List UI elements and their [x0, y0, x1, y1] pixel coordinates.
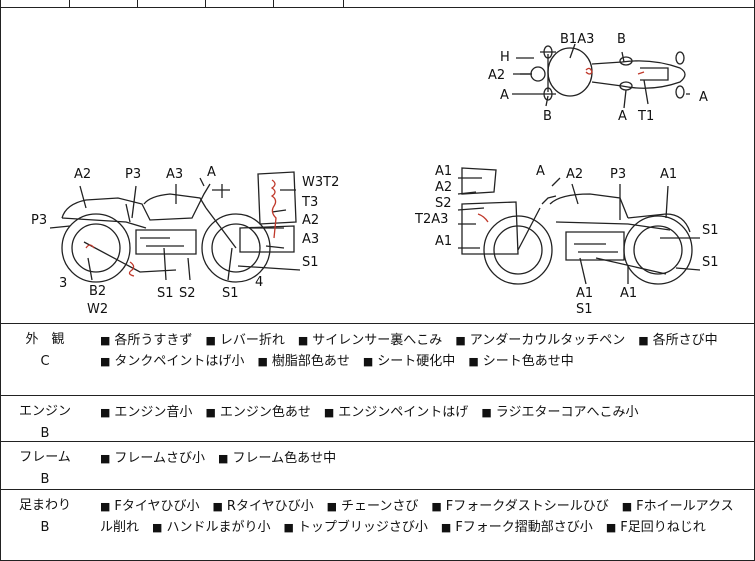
diagram-label: A2: [566, 167, 583, 182]
list-item: ■シート硬化中: [362, 354, 456, 369]
section-suspension: 足まわり B ■Fタイヤひび小 ■Rタイヤひび小 ■チェーンさび ■Fフォークダ…: [0, 490, 755, 561]
list-item: ■Fタイヤひび小: [100, 499, 200, 514]
list-item: ■ハンドルまがり小: [152, 520, 271, 535]
diagram-label: T2A3: [414, 212, 448, 227]
top-view-drawing: [520, 45, 686, 101]
diagram-label: A1: [660, 167, 677, 182]
diagram-label: B1A3: [560, 32, 594, 47]
diagram-label: A3: [302, 232, 319, 247]
list-item: ■フレーム色あせ中: [218, 451, 337, 466]
section-header: 外 観 C: [0, 324, 90, 372]
list-item: ■各所うすきず: [100, 333, 193, 348]
diagram-label: A1: [576, 286, 593, 301]
list-item: ■シート色あせ中: [468, 354, 574, 369]
list-item: ■アンダーカウルタッチペン: [455, 333, 626, 348]
section-grade: B: [40, 426, 50, 441]
list-item: ■各所さび中: [638, 333, 718, 348]
diagram-label: H: [500, 50, 510, 65]
right-side-view-drawing: [461, 167, 693, 285]
diagram-label: B2: [89, 284, 106, 299]
diagram-label: 3: [59, 276, 67, 291]
diagram-label: S1: [302, 255, 319, 270]
damage-diagram: H A2 A B1A3 B B A T1 A A2 P3 A3 A W3T2 T…: [0, 8, 755, 324]
list-item: ■チェーンさび: [326, 499, 419, 514]
diagram-label: A: [536, 164, 545, 179]
section-title: 足まわり: [18, 498, 71, 513]
diagram-label: A2: [435, 180, 452, 195]
right-side-labels: A1 A2 S2 T2A3 A1 A A2 P3 A1 S1 S1 A1 S1 …: [414, 164, 719, 317]
diagram-label: 4: [255, 275, 263, 290]
section-title: 外 観: [25, 332, 65, 347]
diagram-label: A: [618, 109, 627, 124]
top-view-labels: H A2 A B1A3 B B A T1 A: [488, 32, 708, 124]
diagram-label: S2: [179, 286, 196, 301]
section-header: フレーム B: [0, 442, 90, 490]
diagram-label: P3: [610, 167, 626, 182]
section-frame: フレーム B ■フレームさび小 ■フレーム色あせ中: [0, 442, 755, 490]
list-item: ■Rタイヤひび小: [212, 499, 314, 514]
list-item: ■Fフォーク摺動部さび小: [440, 520, 593, 535]
section-header: エンジン B: [0, 396, 90, 444]
diagram-label: B: [617, 32, 626, 47]
list-item: ■F足回りねじれ: [605, 520, 706, 535]
section-items: ■Fタイヤひび小 ■Rタイヤひび小 ■チェーンさび ■Fフォークダストシールひび…: [100, 496, 745, 538]
list-item: ■エンジン色あせ: [205, 405, 311, 420]
list-item: ■Fホイールアクスル削れ: [100, 499, 734, 535]
diagram-label: P3: [31, 213, 47, 228]
diagram-label: W3T2: [302, 175, 339, 190]
section-items: ■エンジン音小 ■エンジン色あせ ■エンジンペイントはげ ■ラジエターコアへこみ…: [100, 402, 745, 423]
diagram-label: A1: [620, 286, 637, 301]
section-items: ■フレームさび小 ■フレーム色あせ中: [100, 448, 745, 469]
section-title: フレーム: [19, 450, 71, 465]
list-item: ■レバー折れ: [205, 333, 285, 348]
section-grade: B: [40, 472, 50, 487]
diagram-label: S1: [576, 302, 593, 317]
list-item: ■フレームさび小: [100, 451, 206, 466]
left-side-labels: A2 P3 A3 A W3T2 T3 A2 A3 S1 P3 3 B2 W2 S…: [31, 165, 339, 317]
diagram-label: S1: [157, 286, 174, 301]
diagram-label: S2: [435, 196, 452, 211]
diagram-label: W2: [87, 302, 108, 317]
diagram-label: A3: [166, 167, 183, 182]
diagram-label: S1: [222, 286, 239, 301]
list-item: ■ラジエターコアへこみ小: [481, 405, 639, 420]
section-grade: B: [40, 520, 50, 535]
diagram-label: S1: [702, 223, 719, 238]
diagram-label: A: [699, 90, 708, 105]
diagram-label: T3: [301, 195, 318, 210]
diagram-label: A2: [302, 213, 319, 228]
list-item: ■樹脂部色あせ: [257, 354, 350, 369]
section-exterior: 外 観 C ■各所うすきず ■レバー折れ ■サイレンサー裏へこみ ■アンダーカウ…: [0, 324, 755, 396]
list-item: ■タンクペイントはげ小: [100, 354, 245, 369]
left-side-view-drawing: [61, 171, 297, 283]
section-items: ■各所うすきず ■レバー折れ ■サイレンサー裏へこみ ■アンダーカウルタッチペン…: [100, 330, 745, 372]
section-grade: C: [40, 354, 50, 369]
list-item: ■Fフォークダストシールひび: [431, 499, 609, 514]
diagram-label: B: [543, 109, 552, 124]
section-header: 足まわり B: [0, 490, 90, 538]
diagram-label: A2: [488, 68, 505, 83]
list-item: ■エンジン音小: [100, 405, 193, 420]
motorcycle-diagram-svg: H A2 A B1A3 B B A T1 A A2 P3 A3 A W3T2 T…: [31, 32, 719, 317]
diagram-label: T1: [637, 109, 654, 124]
list-item: ■トップブリッジさび小: [283, 520, 428, 535]
list-item: ■サイレンサー裏へこみ: [297, 333, 443, 348]
section-title: エンジン: [18, 404, 71, 419]
diagram-label: A1: [435, 164, 452, 179]
diagram-label: S1: [702, 255, 719, 270]
list-item: ■エンジンペイントはげ: [323, 405, 469, 420]
section-engine: エンジン B ■エンジン音小 ■エンジン色あせ ■エンジンペイントはげ ■ラジエ…: [0, 396, 755, 442]
diagram-label: A2: [74, 167, 91, 182]
header-row-fragment: [0, 0, 755, 8]
diagram-label: A1: [435, 234, 452, 249]
diagram-label: A: [207, 165, 216, 180]
diagram-label: A: [500, 88, 509, 103]
diagram-label: P3: [125, 167, 141, 182]
